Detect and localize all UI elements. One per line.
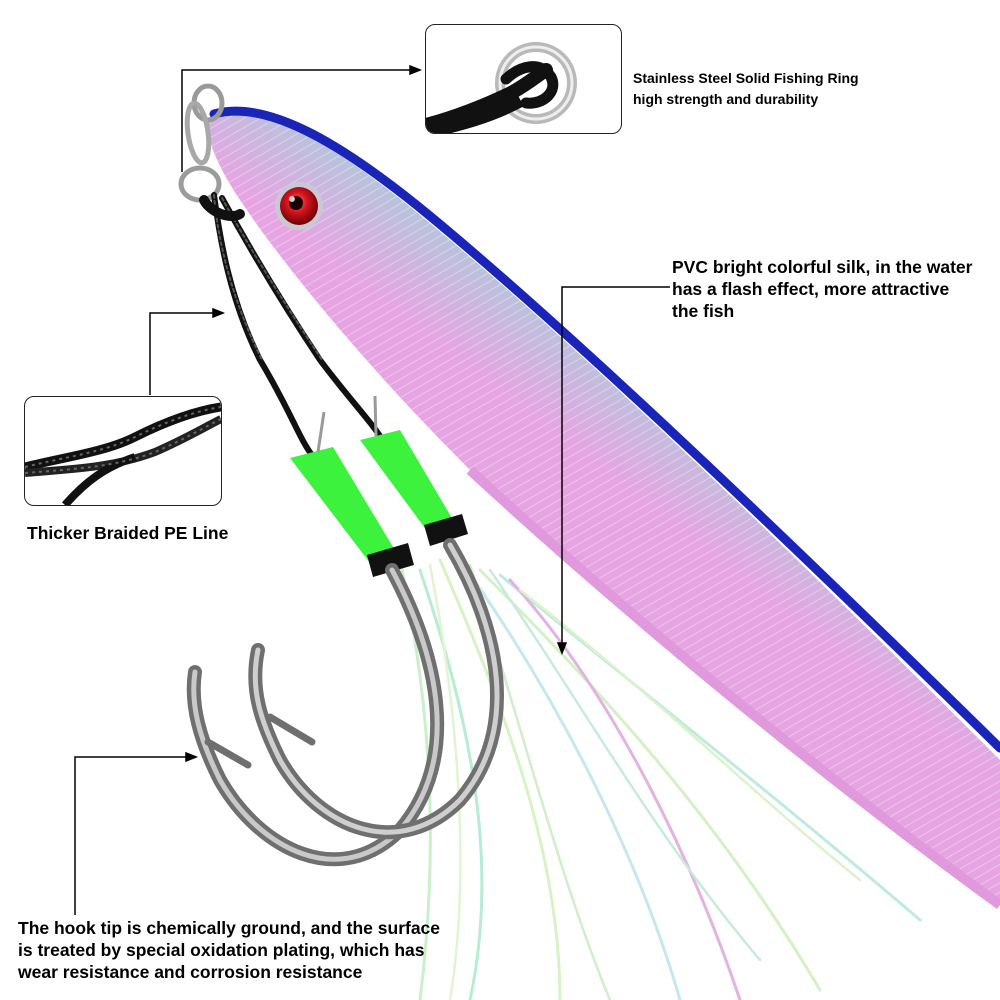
lure-eye [275,182,323,230]
hook-callout-line-1: The hook tip is chemically ground, and t… [18,918,441,938]
silk-callout-line-1: PVC bright colorful silk, in the water [672,257,973,277]
braid-detail-image [25,402,221,505]
ring-detail-image [426,42,577,133]
silk-callout: PVC bright colorful silk, in the water h… [672,256,972,322]
line-callout-line-1: Thicker Braided PE Line [27,523,229,543]
thread-wraps [290,395,468,577]
lure-body [207,106,1000,910]
hook-callout: The hook tip is chemically ground, and t… [18,917,440,983]
ring-callout: Stainless Steel Solid Fishing Ring high … [633,68,859,110]
braided-pe-line [199,192,387,458]
silk-callout-line-3: the fish [672,301,735,321]
ring-callout-line-2: high strength and durability [633,91,819,107]
hook-callout-line-2: is treated by special oxidation plating,… [18,940,425,960]
solid-ring [178,83,225,203]
braid-detail-inset [24,396,222,506]
assist-hooks [186,538,504,867]
line-callout: Thicker Braided PE Line [27,522,228,544]
hook-callout-line-3: wear resistance and corrosion resistance [18,962,363,982]
callout-leaders [74,64,670,915]
silk-callout-line-2: has a flash effect, more attractive [672,279,950,299]
ring-callout-line-1: Stainless Steel Solid Fishing Ring [633,70,859,86]
ring-detail-inset [425,24,622,134]
